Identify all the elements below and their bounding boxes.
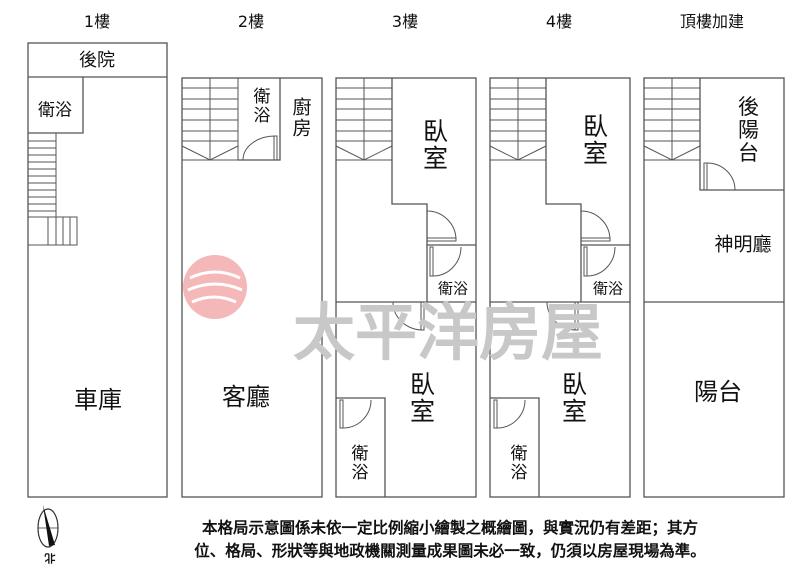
disclaimer-line-2: 位、格局、形狀等與地政機關測量成果圖未必一致，仍須以房屋現場為準。 [194,542,706,560]
watermark-logo-icon [183,255,247,319]
floor-title-3: 3樓 [391,12,419,31]
floor-3-plan [335,77,477,498]
door-icon [242,135,278,161]
stairs-icon [27,133,78,246]
stairs-icon [181,77,239,161]
floor-title-4: 4樓 [545,12,573,31]
north-arrow-icon [37,505,59,548]
stairs-icon [335,77,393,161]
door-icon [339,210,462,429]
floor-2-plan [181,77,323,498]
compass-label: 北 [44,551,56,565]
watermark-logo [183,255,247,319]
floor-4-plan [489,77,631,498]
floor-3-room-bath-mid: 衛浴 [437,279,469,298]
floor-title-2: 2樓 [237,12,265,31]
floor-title-5: 頂樓加建 [679,12,745,31]
floor-1-room-bath: 衛浴 [38,100,72,121]
floor-1-plan [27,42,168,498]
disclaimer: 本格局示意圖係未依一定比例縮小繪製之概繪圖，與實況仍有差距；其方 位、格局、形狀… [100,517,800,563]
floor-5-room-balcony: 陽台 [694,378,742,406]
floor-5-room-rear-balcony: 後陽台 [735,95,760,165]
floor-4-room-bedroom-front: 臥室 [579,113,609,167]
floor-5-plan [643,77,785,498]
floor-3-room-bedroom-rear: 臥室 [406,371,436,425]
stairs-icon [643,77,701,161]
floor-3-room-bedroom-front: 臥室 [419,118,449,172]
floor-5-room-shrine: 神明廳 [714,233,772,256]
floor-4-room-bedroom-rear: 臥室 [558,371,588,425]
stairs-icon [489,77,547,161]
watermark-text: 太平洋房屋 [292,296,604,369]
floor-4-room-bath-rear: 衛浴 [506,444,527,482]
floor-1-room-backyard: 後院 [79,50,115,71]
disclaimer-line-1: 本格局示意圖係未依一定比例縮小繪製之概繪圖，與實況仍有差距；其方 [201,519,698,537]
floor-2-room-kitchen: 廚房 [289,97,312,139]
door-icon [493,210,616,429]
floor-title-1: 1樓 [83,12,111,31]
floor-2-room-bath: 衛浴 [249,87,270,125]
floor-3-room-bath-rear: 衛浴 [347,444,368,482]
floor-4-room-bath-mid: 衛浴 [592,279,624,298]
floor-2-room-living: 客廳 [222,383,270,411]
floor-1-room-garage: 車庫 [74,386,122,414]
door-icon [703,162,736,191]
